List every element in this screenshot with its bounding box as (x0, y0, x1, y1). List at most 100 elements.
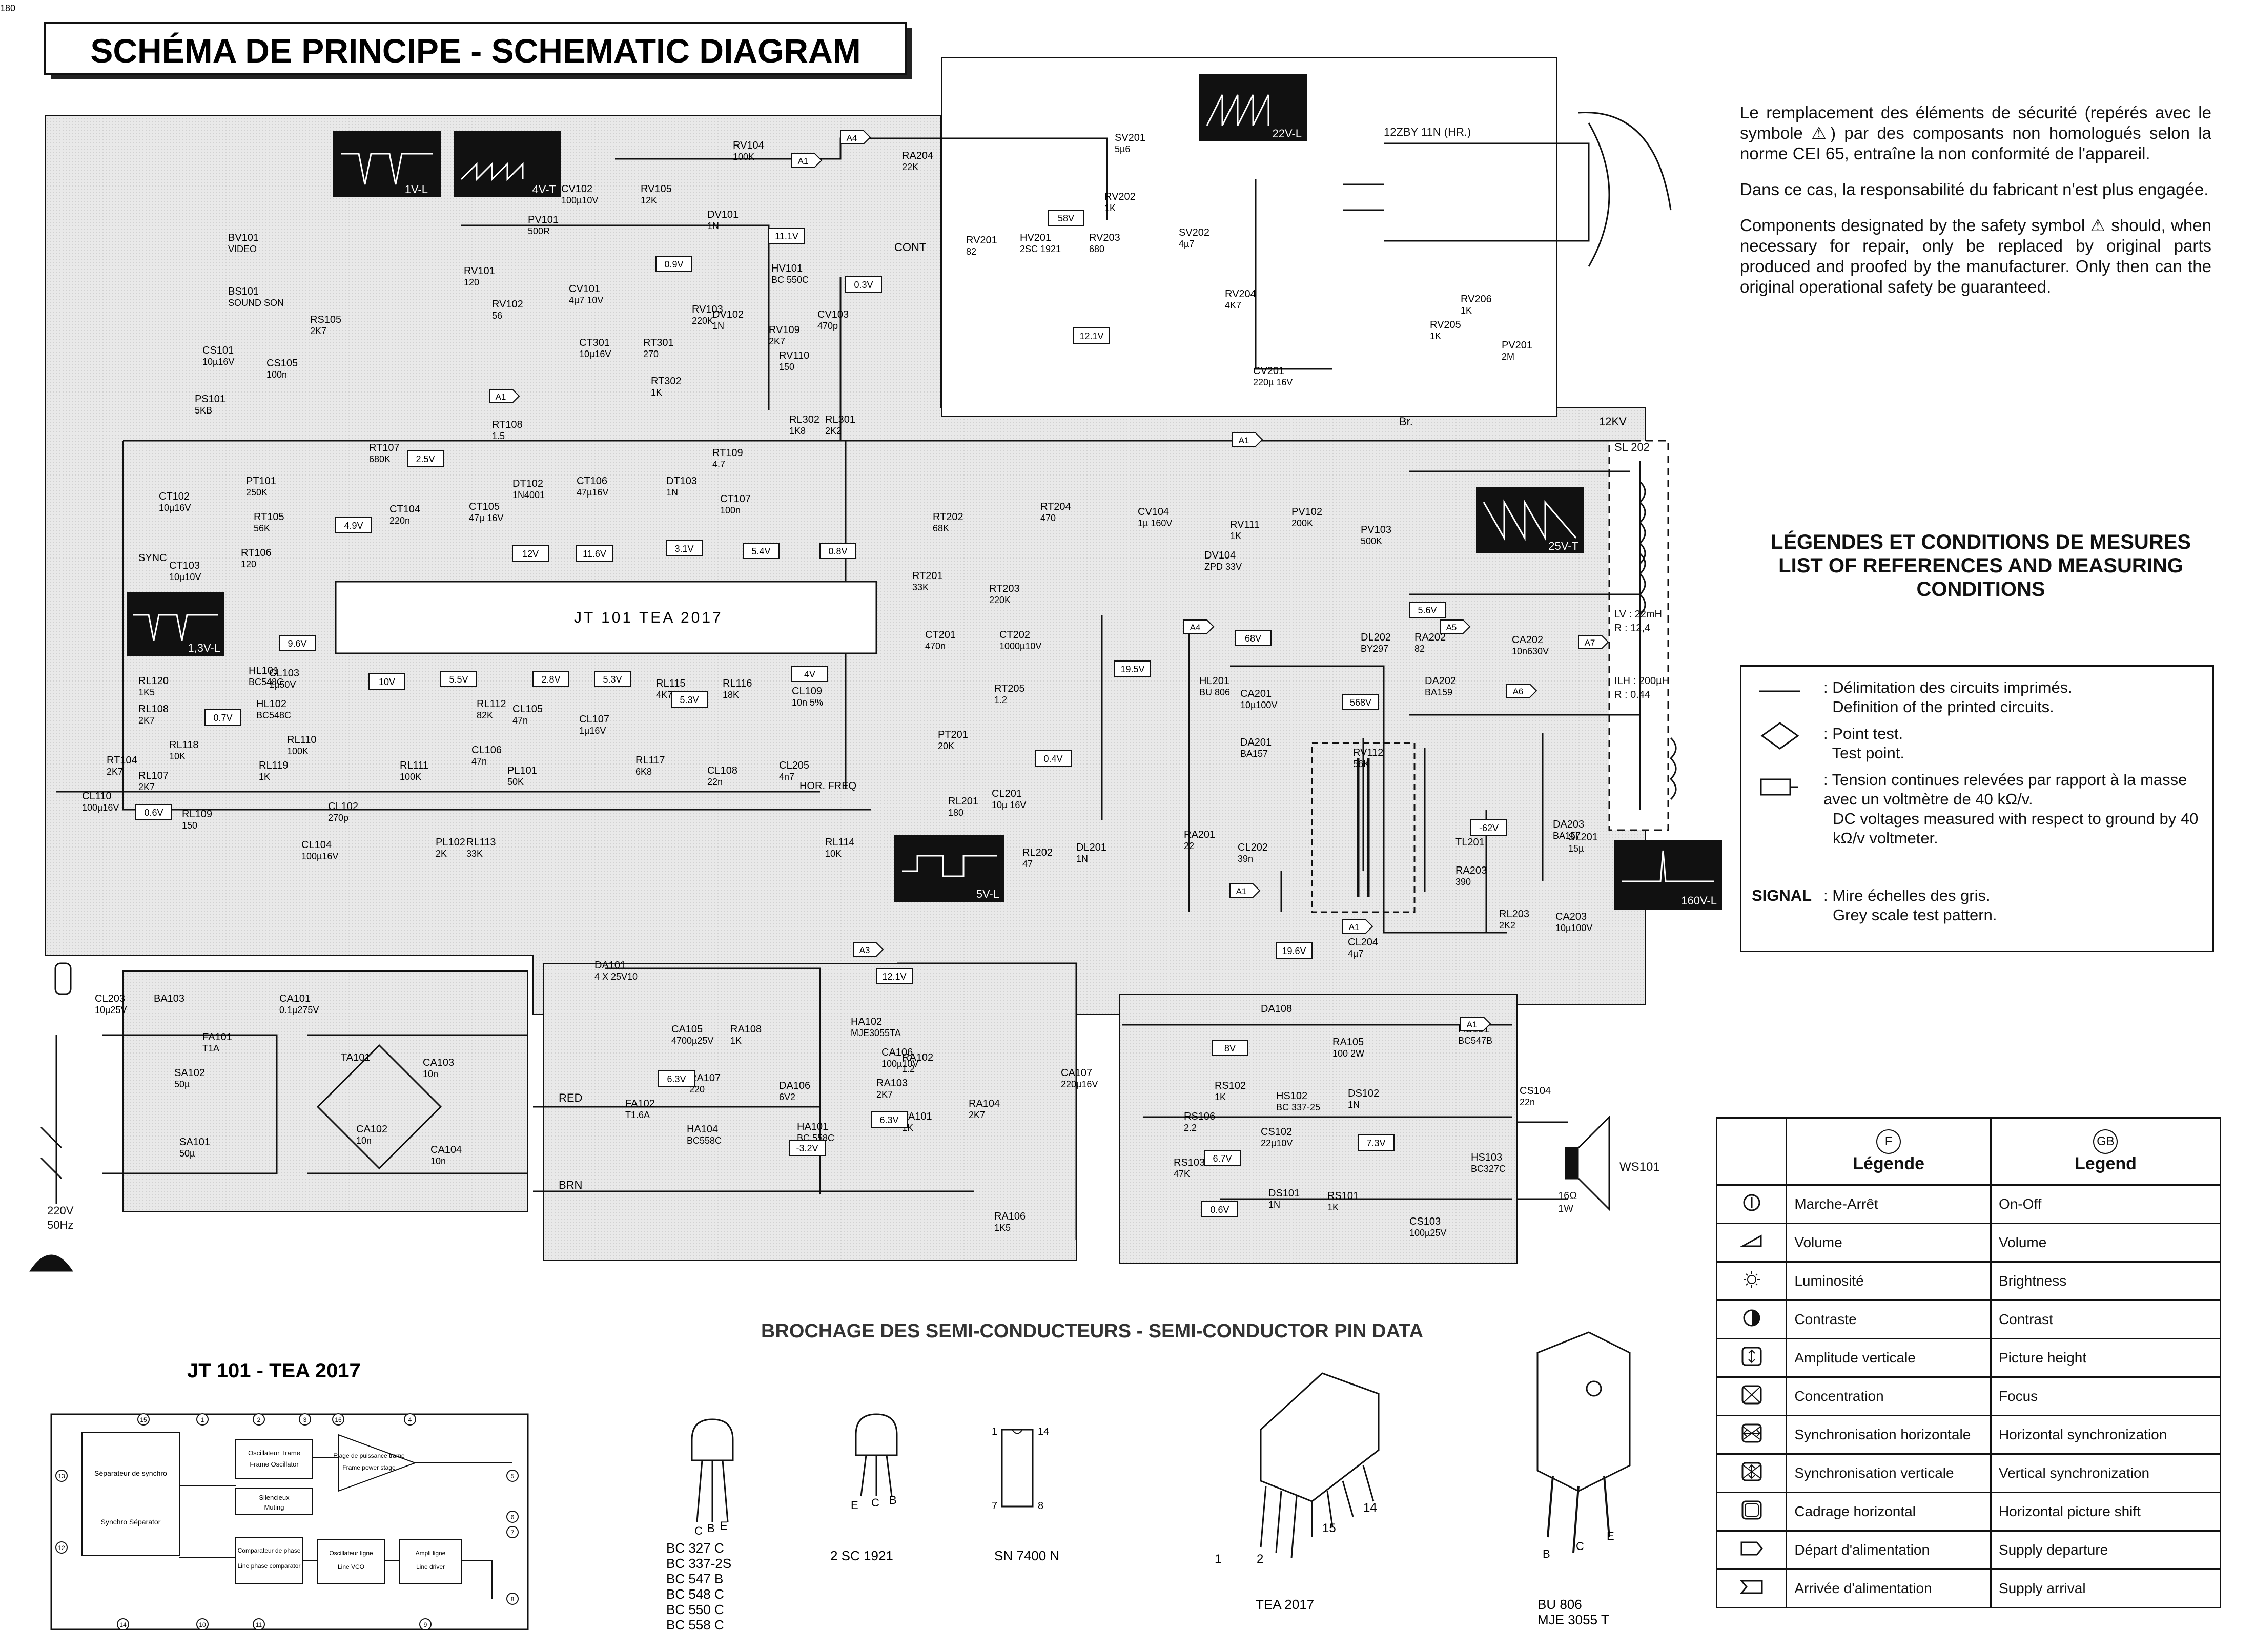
voltage-value: 10V (379, 677, 395, 687)
voltage-value: 4.9V (344, 521, 363, 531)
component-value: 100 2W (1332, 1048, 1364, 1059)
ic-pin (137, 1413, 150, 1426)
svg-text:Ampli ligne: Ampli ligne (416, 1550, 446, 1557)
component-ref: SA102 (174, 1067, 205, 1079)
condition-signal: SIGNAL: Mire échelles des gris. Grey sca… (1752, 886, 1997, 924)
component-ref: RA103 (876, 1078, 908, 1089)
component-value: 4n7 (779, 772, 794, 782)
voltage-value: 11.6V (583, 549, 606, 559)
voltage-value: 12.1V (882, 972, 906, 982)
component-value: 2K7 (107, 767, 123, 777)
component-ref: RL107 (138, 770, 169, 781)
voltage-value: -62V (1479, 823, 1499, 833)
component-ref: RL120 (138, 675, 169, 687)
pcb-areas (45, 57, 1669, 1264)
legend-label-gb: Volume (1990, 1223, 2222, 1263)
component-ref: FA101 (202, 1031, 232, 1043)
svg-text:R : 0.44: R : 0.44 (1614, 689, 1650, 700)
component-value: 33K (466, 849, 483, 859)
component-value: 220K (989, 595, 1011, 605)
component-value: 1µ16V (579, 726, 606, 736)
component-ref: RL109 (182, 809, 212, 820)
component-ref: CL202 (1238, 842, 1268, 853)
test-point-tag: A6 (1506, 684, 1537, 698)
component-ref: RV111 (1230, 519, 1260, 530)
component-value: 390 (1455, 877, 1471, 887)
component-ref: CS102 (1261, 1126, 1292, 1138)
legend-header-gb: Legend (2075, 1153, 2137, 1173)
test-point-label: A1 (798, 156, 809, 166)
contrast-icon (1715, 1299, 1788, 1339)
svg-text:Br.: Br. (1399, 415, 1413, 428)
component-ref: RT106 (241, 547, 272, 559)
component-ref: PL101 (507, 765, 537, 776)
ic-pin-number: 10 (199, 1621, 206, 1628)
svg-text:220V: 220V (47, 1204, 74, 1217)
component-ref: RV203 (1089, 232, 1120, 243)
legend-label-fr: Volume (1786, 1223, 1992, 1263)
component-ref: CA105 (671, 1024, 703, 1035)
component-ref: HL102 (256, 698, 286, 710)
voltage-box: 8V (1212, 1040, 1248, 1056)
component-value: 56 (492, 311, 502, 321)
voltage-box: 3.1V (666, 540, 703, 556)
component-ref: RV204 (1225, 288, 1256, 300)
voltage-value: 6.7V (1213, 1153, 1232, 1164)
horizontal-sync-icon (1715, 1415, 1788, 1455)
component-value: 4K7 (1225, 300, 1241, 311)
component-ref: CA102 (356, 1124, 387, 1135)
component-ref: RL108 (138, 704, 169, 715)
ic-pin-number: 4 (408, 1416, 412, 1423)
test-point-label: A5 (1446, 623, 1457, 632)
voltage-value: 568V (1350, 697, 1371, 708)
component-value: 33K (912, 582, 929, 592)
test-point-label: A1 (1467, 1020, 1478, 1029)
voltage-value: 5.5V (449, 674, 468, 685)
test-point-label: A1 (1239, 436, 1249, 445)
ic-pin (506, 1593, 519, 1605)
component-value: 10n630V (1512, 646, 1549, 656)
component-value: 47K (1174, 1169, 1190, 1179)
svg-text:BROCHAGE DES SEMI-CONDUCTEURS: BROCHAGE DES SEMI-CONDUCTEURS - SEMI-CON… (761, 1320, 1423, 1342)
component-ref: CA203 (1555, 911, 1587, 922)
component-ref: RT107 (369, 442, 400, 453)
svg-text:1,3V-L: 1,3V-L (188, 642, 220, 654)
test-point-label: A1 (1349, 922, 1360, 932)
component-ref: CV101 (569, 283, 600, 295)
component-value: 1N (712, 321, 724, 331)
component-ref: RL203 (1499, 908, 1529, 920)
legend-label-gb: Supply arrival (1990, 1568, 2222, 1608)
component-value: 100µ16V (301, 851, 338, 861)
voltage-box: 19.6V (1276, 942, 1313, 959)
component-ref: CL109 (792, 686, 822, 697)
component-ref: RV205 (1430, 319, 1461, 331)
scope-inset-2: 4V-T (454, 131, 561, 197)
component-value: 1µ50V (269, 679, 296, 690)
voltage-value: 11.1V (775, 231, 798, 241)
svg-text:Oscillateur Trame: Oscillateur Trame (248, 1449, 300, 1457)
svg-text:B: B (889, 1494, 897, 1506)
legend-label-fr: Synchronisation verticale (1786, 1453, 1992, 1493)
component-value: T1.6A (625, 1110, 650, 1120)
semi-to92-2: E C B 2 SC 1921 (830, 1413, 898, 1563)
voltage-box: 2.5V (407, 450, 444, 467)
component-value: 2K2 (1499, 920, 1515, 931)
svg-text:B: B (707, 1522, 715, 1535)
svg-text:HOR. FREQ: HOR. FREQ (799, 780, 856, 792)
voltage-box: 4.9V (335, 517, 372, 533)
legend-label-fr: Amplitude verticale (1786, 1338, 1992, 1378)
crt-tube: 12ZBY 11N (HR.) (1343, 112, 1672, 267)
component-ref: RT202 (933, 511, 963, 523)
svg-text:RED: RED (559, 1091, 582, 1104)
component-ref: RL110 (287, 734, 316, 746)
svg-text:C: C (1576, 1540, 1584, 1553)
component-value: 1K (1230, 531, 1241, 541)
voltage-value: 5.4V (751, 546, 770, 556)
voltage-box: 68V (1235, 630, 1272, 646)
component-value: BC548C (249, 677, 283, 687)
component-ref: RA203 (1455, 865, 1487, 876)
svg-text:BC 327 C: BC 327 C (666, 1540, 724, 1556)
svg-text:12KV: 12KV (1599, 415, 1627, 428)
